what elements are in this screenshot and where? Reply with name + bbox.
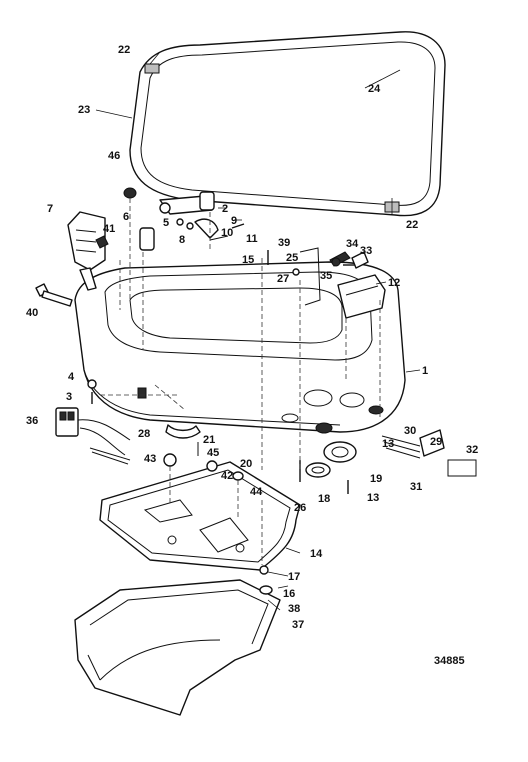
callout-44: 44 — [250, 486, 263, 498]
callout-2: 2 — [222, 203, 228, 215]
callout-13a: 13 — [382, 438, 394, 450]
callout-35: 35 — [320, 270, 332, 282]
callout-41: 41 — [103, 223, 115, 235]
callout-11: 11 — [246, 233, 258, 245]
callout-21: 21 — [203, 434, 215, 446]
mount-bracket — [67, 211, 106, 291]
callout-34: 34 — [346, 238, 359, 250]
callout-5: 5 — [163, 217, 169, 229]
callout-36: 36 — [26, 415, 38, 427]
leader-lines — [95, 51, 421, 611]
top-seal-ring — [129, 31, 446, 217]
callout-39: 39 — [278, 237, 290, 249]
callout-23: 23 — [78, 104, 90, 116]
callout-16: 16 — [283, 588, 295, 600]
callout-43: 43 — [144, 453, 156, 465]
callout-37: 37 — [292, 619, 304, 631]
callout-22a: 22 — [118, 44, 130, 56]
connector-box — [299, 247, 386, 319]
callout-22b: 22 — [406, 219, 418, 231]
callout-29: 29 — [430, 436, 442, 448]
callout-32: 32 — [466, 444, 478, 456]
bottom-plate — [99, 461, 301, 571]
alignment-lines — [100, 198, 381, 565]
callout-6: 6 — [123, 211, 129, 223]
callout-1: 1 — [422, 365, 428, 377]
side-fittings — [165, 424, 357, 478]
callout-25: 25 — [286, 252, 298, 264]
callout-42: 42 — [221, 470, 233, 482]
callout-9: 9 — [231, 215, 237, 227]
side-hardware — [381, 429, 477, 477]
callout-17: 17 — [288, 571, 300, 583]
callout-10: 10 — [221, 227, 233, 239]
bottom-cowl — [74, 261, 406, 434]
callout-18: 18 — [318, 493, 330, 505]
callout-3: 3 — [66, 391, 72, 403]
callout-19: 19 — [370, 473, 382, 485]
callout-20: 20 — [240, 458, 252, 470]
callout-31: 31 — [410, 481, 422, 493]
callout-14: 14 — [310, 548, 323, 560]
switch-assembly — [55, 407, 131, 465]
callout-46: 46 — [108, 150, 120, 162]
upper-hardware — [123, 187, 229, 251]
callout-12: 12 — [388, 277, 400, 289]
callout-28: 28 — [138, 428, 150, 440]
bolt-40 — [35, 283, 73, 307]
callout-40: 40 — [26, 307, 38, 319]
callout-38: 38 — [288, 603, 300, 615]
callout-15: 15 — [242, 254, 254, 266]
figure-number: 34885 — [434, 655, 465, 667]
callout-45: 45 — [207, 447, 219, 459]
callout-8: 8 — [179, 234, 185, 246]
callout-labels: 1 2 3 4 5 6 7 8 9 10 11 12 13 13 14 15 1… — [26, 44, 478, 631]
callout-27: 27 — [277, 273, 289, 285]
callout-24: 24 — [368, 83, 381, 95]
callout-30: 30 — [404, 425, 416, 437]
callout-13b: 13 — [367, 492, 379, 504]
callout-33: 33 — [360, 245, 372, 257]
callout-7: 7 — [47, 203, 53, 215]
callout-26: 26 — [294, 502, 306, 514]
lower-chaps — [74, 579, 281, 716]
callout-4: 4 — [68, 371, 75, 383]
fasteners — [87, 223, 355, 595]
